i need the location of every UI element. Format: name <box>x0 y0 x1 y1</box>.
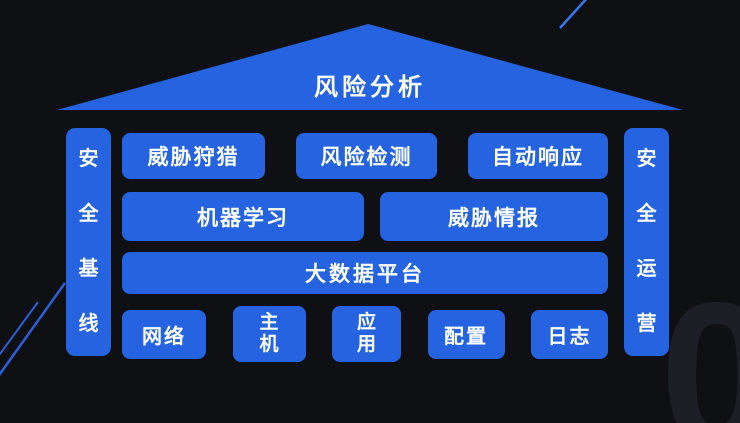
box-configuration: 配置 <box>427 309 505 359</box>
diagonal-line-top-right <box>559 0 587 29</box>
pillar-security-operations: 安 全 运 营 <box>624 128 669 356</box>
roof-triangle: 风险分析 <box>57 24 683 110</box>
box-network: 网络 <box>122 309 206 359</box>
box-application: 应 用 <box>332 306 401 362</box>
box-auto-response: 自动响应 <box>468 133 608 179</box>
diagonal-line-bottom-long <box>0 282 67 376</box>
layer-data-sources: 网络 主 机 应 用 配置 日志 <box>122 306 608 362</box>
box-host: 主 机 <box>232 306 306 362</box>
pillar-security-baseline: 安 全 基 线 <box>66 128 111 356</box>
layer-intelligence: 机器学习 威胁情报 <box>122 192 608 241</box>
layer-analysis-capabilities: 威胁狩猎 风险检测 自动响应 <box>122 133 608 179</box>
box-risk-detection: 风险检测 <box>296 133 437 179</box>
box-bigdata-platform: 大数据平台 <box>122 252 608 294</box>
diagonal-line-bottom-short <box>0 301 39 356</box>
watermark-digit: 0 <box>660 260 740 423</box>
box-machine-learning: 机器学习 <box>122 192 364 241</box>
roof-title: 风险分析 <box>314 74 426 101</box>
box-threat-hunting: 威胁狩猎 <box>122 133 265 179</box>
layer-platform: 大数据平台 <box>122 252 608 294</box>
box-logs: 日志 <box>531 309 608 359</box>
box-threat-intelligence: 威胁情报 <box>380 192 608 241</box>
